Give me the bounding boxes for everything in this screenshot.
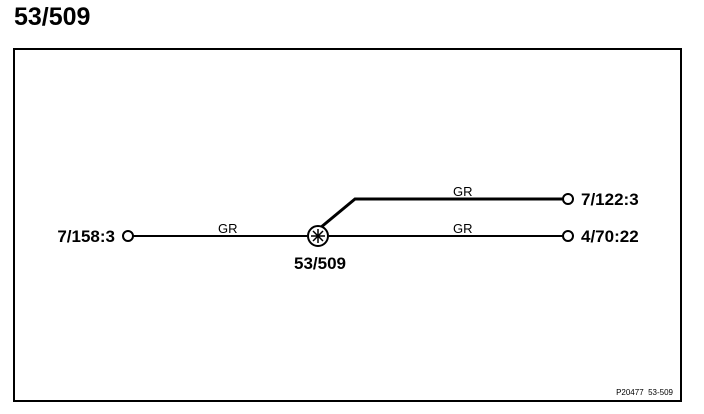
connector-left-label: 7/158:3 (57, 227, 115, 246)
wire-top-color-label: GR (453, 184, 473, 199)
wire-top (319, 197, 563, 230)
reference-code: P20477 53-509 (616, 388, 673, 397)
page-title: 53/509 (14, 3, 91, 31)
wire-left-color-label: GR (218, 221, 238, 236)
connector-right-top-terminal-icon (562, 193, 574, 205)
connector-right-bottom-label: 4/70:22 (581, 227, 639, 246)
splice-junction-icon (307, 225, 329, 247)
wire-bottom-color-label: GR (453, 221, 473, 236)
connector-right-bottom-terminal-icon (562, 230, 574, 242)
splice-label: 53/509 (294, 254, 346, 273)
diagram-frame (13, 48, 682, 402)
connector-right-top-label: 7/122:3 (581, 190, 639, 209)
connector-left-terminal-icon (122, 230, 134, 242)
